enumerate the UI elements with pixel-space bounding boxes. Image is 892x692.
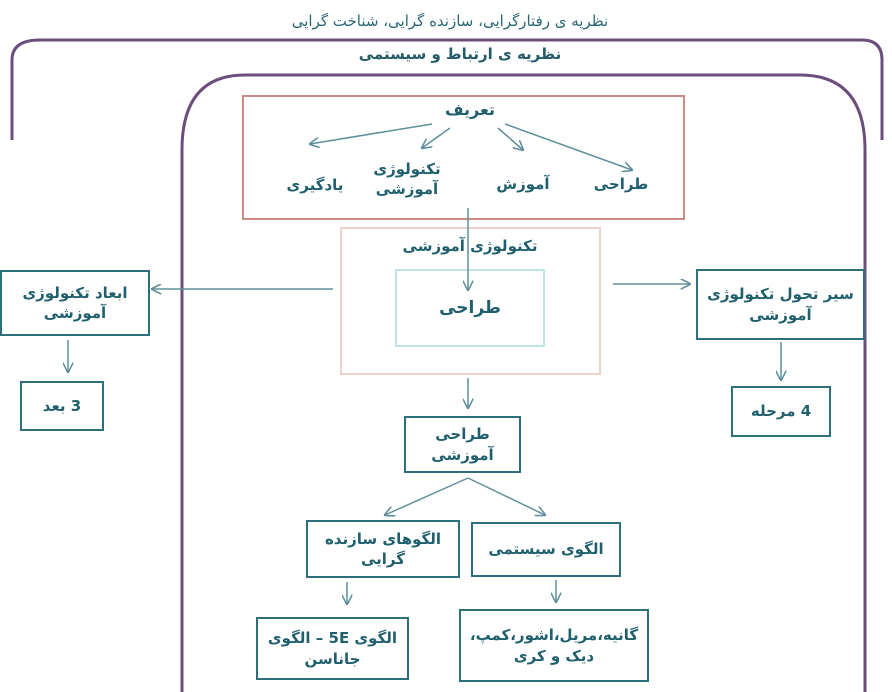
arrow-definition-learning xyxy=(310,123,433,144)
outer-title: نظریه ی ارتباط و سیستمی xyxy=(358,45,562,63)
evolution-box: سیر تحول تکنولوژی آموزشی xyxy=(696,269,865,340)
constructivist-models-box: الگوهای سازنده گرایی xyxy=(306,520,460,578)
arrow-to-systemic xyxy=(467,477,545,515)
definition-title: تعریف xyxy=(430,100,510,121)
systemic-model-box: الگوی سیستمی xyxy=(471,522,621,577)
dimensions-count-box: 3 بعد xyxy=(20,381,104,431)
top-title: نظریه ی رفتارگرایی، سازنده گرایی، شناخت … xyxy=(291,12,609,30)
constructivist-examples-box: الگوی 5E – الگوی جاناسن xyxy=(256,617,409,680)
design-label: طراحی xyxy=(439,298,501,318)
arrow-definition-design xyxy=(504,123,632,170)
definition-item-instruction: آموزش xyxy=(496,175,550,193)
definition-item-learning: یادگیری xyxy=(286,176,344,194)
arrow-definition-instruction xyxy=(497,127,523,150)
dimensions-box: ابعاد تکنولوژی آموزشی xyxy=(0,270,150,336)
systemic-examples-box: گانیه،مریل،اشور،کمپ، دیک و کری xyxy=(459,609,649,682)
arrow-to-constructivist xyxy=(385,477,469,515)
definition-item-design: طراحی xyxy=(593,175,649,193)
evolution-count-box: 4 مرحله xyxy=(731,386,831,437)
inner-frame xyxy=(180,73,867,692)
edtech-title: تکنولوژی آموزشی xyxy=(402,237,538,255)
definition-item-edtech: تکنولوژی آموزشی xyxy=(373,160,441,198)
instructional-design-box: طراحی آموزشی xyxy=(404,416,521,473)
outer-frame xyxy=(10,38,884,140)
arrow-definition-edtech xyxy=(422,127,451,148)
